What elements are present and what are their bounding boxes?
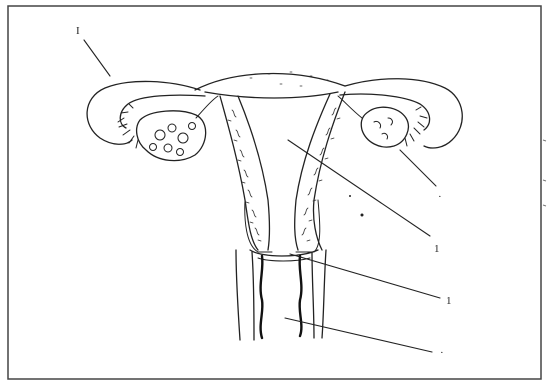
left-fallopian-tube [87,81,200,144]
vagina-wall-left-outer [236,250,240,340]
vagina-wall-left-inner [252,252,254,340]
right-fallopian-tube [345,79,462,148]
label-uterus-cavity: 1 [434,243,440,255]
label-right-ovary: · [438,191,442,203]
stray-dot [361,214,364,217]
uterine-fundus [195,74,345,90]
left-fimbriae [118,104,138,148]
right-ovary [361,107,408,147]
label-top-left: I [76,25,80,37]
cervix [250,250,318,256]
scan-mark [543,140,546,141]
right-uterine-wall-outer [313,92,345,250]
leader-line-top-left [84,40,110,76]
fundus-inner-line [205,92,338,98]
vaginal-rugae-right [300,256,302,336]
leader-line-right-ovary [400,150,436,186]
leader-line-vagina [285,318,432,352]
scan-mark [543,205,546,206]
scan-mark [543,180,546,181]
leader-line-uterus-cavity [288,140,430,236]
right-uterine-wall-inner [295,94,330,250]
label-vagina: · [440,347,444,359]
label-cervix: 1 [446,295,452,307]
left-uterine-wall-inner [238,96,270,250]
vaginal-rugae-left [261,256,263,338]
left-uterine-wall-outer [220,96,258,250]
left-ovary [137,111,206,161]
figure-frame [8,6,541,379]
right-tube-inner [340,94,430,130]
